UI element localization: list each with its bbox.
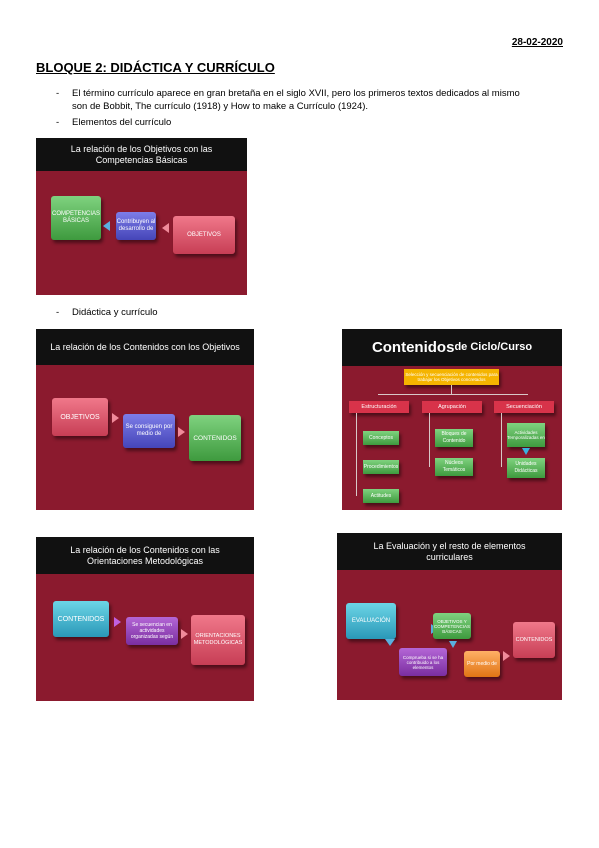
connector <box>378 394 528 395</box>
box-contribuyen: Contribuyen al desarrollo de <box>116 212 156 240</box>
arrow-down <box>522 448 530 455</box>
arrow-down <box>385 639 395 646</box>
header-main: Contenidos <box>371 339 455 356</box>
connector <box>501 413 502 467</box>
bullet-dash: - <box>56 88 60 99</box>
box-actividades: Actividades Temporalizadas en <box>507 423 545 447</box>
box-bloques-contenido: Bloques de Contenido <box>435 429 473 447</box>
box-orientaciones: ORIENTACIONES METODOLÓGICAS <box>191 615 245 665</box>
date-label: 28-02-2020 <box>511 37 563 48</box>
slide-contenidos-orientaciones: La relación de los Contenidos con las Or… <box>36 537 254 701</box>
box-nucleos-tematicos: Núcleos Temáticos <box>435 458 473 476</box>
arrow-right <box>114 617 121 627</box>
box-procedimientos: Procedimientos <box>363 460 399 474</box>
bullet-curriculo-intro: - El término currículo aparece en gran b… <box>56 87 566 115</box>
slide-header: La relación de los Objetivos con las Com… <box>36 138 247 171</box>
box-conceptos: Conceptos <box>363 431 399 445</box>
slide-contenidos-ciclo-curso: Contenidos de Ciclo/Curso Selección y se… <box>342 329 562 510</box>
connector <box>429 413 430 467</box>
box-por-medio: Por medio de <box>464 651 500 677</box>
box-evaluacion: EVALUACIÓN <box>346 603 396 639</box>
box-se-consiguen: Se consiguen por medio de <box>123 414 175 448</box>
slide-header: La Evaluación y el resto de elementos cu… <box>337 533 562 570</box>
slide-contenidos-objetivos: La relación de los Contenidos con los Ob… <box>36 329 254 510</box>
arrow-right <box>181 629 188 639</box>
slide-header: La relación de los Contenidos con las Or… <box>36 537 254 574</box>
box-competencias-basicas: COMPETENCIAS BÁSICAS <box>51 196 101 240</box>
connector <box>451 385 452 395</box>
box-secuenciacion: Secuenciación <box>494 401 554 413</box>
arrow-right <box>112 413 119 423</box>
box-objetivos: OBJETIVOS <box>173 216 235 254</box>
slide-objetivos-competencias: La relación de los Objetivos con las Com… <box>36 138 247 295</box>
arrow-right <box>503 651 510 661</box>
box-objetivos-competencias: OBJETIVOS Y COMPETENCIAS BÁSICAS <box>433 613 471 639</box>
slide-evaluacion: La Evaluación y el resto de elementos cu… <box>337 533 562 700</box>
box-contenidos: CONTENIDOS <box>189 415 241 461</box>
arrow-right <box>178 427 185 437</box>
bullet-text-line1: El término currículo aparece en gran bre… <box>72 88 520 99</box>
box-actitudes: Actitudes <box>363 489 399 503</box>
box-contenidos: CONTENIDOS <box>53 601 109 637</box>
bullet-didactica: - Didáctica y currículo <box>56 306 356 320</box>
arrow-left <box>103 221 110 231</box>
box-contenidos: CONTENIDOS <box>513 622 555 658</box>
bullet-text-line2: son de Bobbit, The currículo (1918) y Ho… <box>72 101 369 112</box>
bullet-text: Didáctica y currículo <box>72 307 158 318</box>
box-objetivos: OBJETIVOS <box>52 398 108 436</box>
bullet-dash: - <box>56 307 60 318</box>
box-unidades-didacticas: Unidades Didácticas <box>507 458 545 478</box>
box-seleccion: Selección y secuenciación de contenidos … <box>404 369 499 385</box>
arrow-left <box>162 223 169 233</box>
slide-header: La relación de los Contenidos con los Ob… <box>36 329 254 365</box>
header-sub: de Ciclo/Curso <box>454 341 533 353</box>
slide-header: Contenidos de Ciclo/Curso <box>342 329 562 366</box>
box-estructuracion: Estructuración <box>349 401 409 413</box>
box-secuencian: Se secuencian en actividades organizadas… <box>126 617 178 645</box>
box-comprueba: Comprueba si se ha contribuido a los ele… <box>399 648 447 676</box>
connector <box>356 413 357 496</box>
arrow-down <box>449 641 457 648</box>
bullet-dash: - <box>56 117 60 128</box>
page-title: BLOQUE 2: DIDÁCTICA Y CURRÍCULO <box>36 60 275 75</box>
box-agrupacion: Agrupación <box>422 401 482 413</box>
bullet-text: Elementos del currículo <box>72 117 172 128</box>
bullet-elementos: - Elementos del currículo <box>56 116 356 130</box>
